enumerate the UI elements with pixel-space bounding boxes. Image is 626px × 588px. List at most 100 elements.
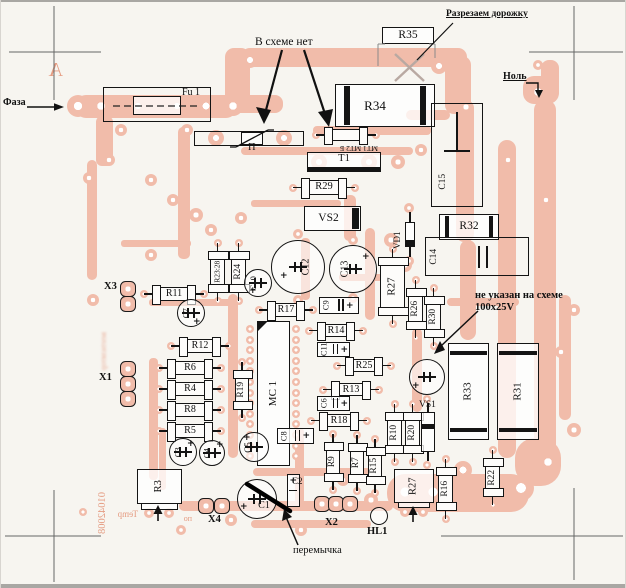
component-label: R24 <box>232 264 243 280</box>
copper-pad <box>363 416 371 425</box>
lead <box>332 434 334 443</box>
lead <box>393 404 396 413</box>
lead <box>259 309 268 311</box>
copper-pad <box>293 229 303 239</box>
copper-pad <box>213 297 222 305</box>
copper-pad <box>67 95 89 117</box>
capacitor-unlabeled <box>409 359 445 395</box>
copper-pad <box>329 486 337 494</box>
plus-mark: + <box>289 476 298 486</box>
copper-trace <box>251 520 371 528</box>
component-label: R11 <box>165 288 183 299</box>
copper-pad <box>145 174 157 186</box>
silk-mark <box>307 167 381 172</box>
text-label-12: X1 <box>99 372 112 383</box>
connector-pad <box>120 361 136 377</box>
lead <box>237 292 240 301</box>
copper-pad <box>400 507 410 517</box>
lead <box>212 409 221 411</box>
lead <box>311 419 320 422</box>
silk-mark <box>352 208 359 229</box>
copper-pad <box>411 334 420 342</box>
component-label: R26 <box>409 301 420 317</box>
text-label-18: 01042008 <box>97 492 108 534</box>
copper-trace <box>159 428 166 490</box>
copper-pad <box>225 342 233 350</box>
copper-trace <box>178 127 190 259</box>
component-label: R14 <box>327 324 345 336</box>
component-label: VS2 <box>318 211 339 224</box>
copper-pad <box>418 507 428 517</box>
copper-pad <box>387 361 395 370</box>
copper-pad <box>208 130 224 146</box>
cap-lead <box>249 282 267 284</box>
copper-pad <box>568 304 580 316</box>
copper-pad <box>234 297 243 305</box>
ic-pin-pad <box>292 335 300 344</box>
copper-trace <box>241 147 413 155</box>
copper-pad <box>359 326 367 335</box>
ic-pin-pad <box>246 378 254 386</box>
resistor-R22: R22 <box>483 458 504 497</box>
copper-pad <box>205 224 217 236</box>
component-label: R19 <box>236 382 247 398</box>
resistor-R20: R20 <box>403 412 424 454</box>
resistor-R18: R18 <box>319 412 359 431</box>
component-label: R20 <box>406 425 417 441</box>
plus-mark: + <box>346 300 354 311</box>
resistor-R17: R17 <box>267 301 305 321</box>
component-outline <box>421 412 435 452</box>
component-R27: R27 <box>394 469 434 503</box>
resistor-body <box>324 127 368 145</box>
lead <box>414 329 417 338</box>
copper-pad <box>390 458 399 466</box>
lead <box>332 481 334 490</box>
cap-plate <box>289 489 297 492</box>
copper-pad <box>454 461 472 479</box>
silk-mark <box>409 212 411 222</box>
text-label-3: Разрезаем дорожку <box>446 9 528 19</box>
copper-pad <box>189 208 203 222</box>
ic-pin-pad <box>292 325 300 333</box>
lead <box>212 430 221 432</box>
resistor-R19: R19 <box>233 370 253 410</box>
lead <box>316 134 325 136</box>
ic-pin-pad <box>292 399 300 408</box>
lead <box>367 134 376 136</box>
text-label-8: П <box>248 142 256 153</box>
resistor-R15: R15 <box>366 447 386 485</box>
component-label: T1 <box>338 152 350 164</box>
component-label: R33 <box>462 382 474 401</box>
ic-pin-pad <box>246 335 254 344</box>
copper-pad <box>103 154 115 166</box>
lead <box>159 430 168 432</box>
cap-plate <box>342 299 344 311</box>
silk-mark <box>344 86 350 125</box>
copper-pad <box>181 124 193 136</box>
lead <box>382 364 391 367</box>
component-label: R12 <box>191 340 209 351</box>
silk-mark <box>427 452 429 461</box>
silk-mark <box>445 216 449 238</box>
copper-pad <box>508 475 534 501</box>
copper-pad <box>144 508 154 518</box>
lead <box>159 409 168 411</box>
copper-pad <box>83 172 95 184</box>
lead <box>491 496 494 505</box>
copper-pad <box>87 294 99 306</box>
component-label: R29 <box>315 181 333 193</box>
silk-mark <box>422 424 434 429</box>
copper-trace <box>253 468 377 476</box>
component-label: C6 <box>318 398 329 409</box>
cap-lead <box>203 452 221 454</box>
text-label-1: Ноль <box>503 71 527 82</box>
lead <box>391 249 394 258</box>
resistor-R13: R13 <box>331 381 371 400</box>
connector-pad <box>120 391 136 407</box>
text-label-10: VD1 <box>392 231 402 250</box>
plus-mark: + <box>249 286 257 296</box>
text-label-7: МТ1 МТ2 Б <box>339 144 378 153</box>
copper-pad <box>217 406 225 414</box>
silk-mark <box>499 428 537 432</box>
text-label-19: Temp <box>117 509 138 519</box>
